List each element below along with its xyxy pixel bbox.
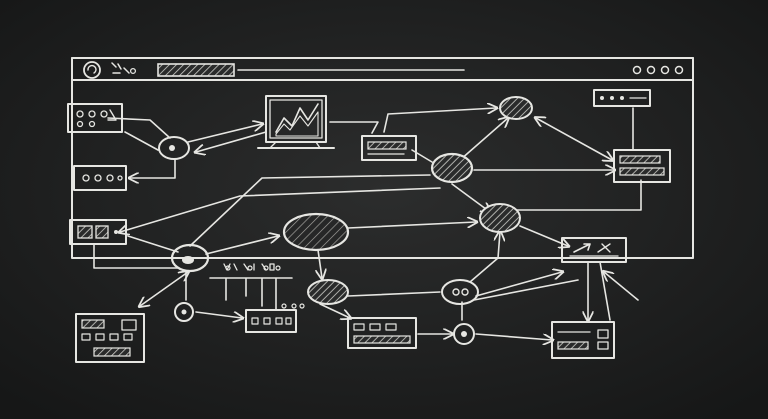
toolbar-box-center[interactable]: [361, 135, 417, 161]
bar-box-bottom[interactable]: [347, 317, 417, 349]
node-double-dot[interactable]: [441, 279, 479, 305]
node-small-circle-bottom[interactable]: [453, 323, 475, 345]
node-hatched-top[interactable]: [499, 96, 533, 120]
panel-hatched[interactable]: [69, 219, 127, 245]
extra-circle-icon[interactable]: [674, 65, 684, 75]
minimize-circle-icon[interactable]: [632, 65, 642, 75]
window-controls[interactable]: [632, 65, 684, 75]
node-small-circle-left[interactable]: [174, 302, 194, 322]
node-hatched-right[interactable]: [479, 203, 521, 233]
node-large[interactable]: [282, 212, 350, 252]
panel-dots[interactable]: [73, 165, 127, 191]
swirl-logo-icon[interactable]: [83, 61, 101, 79]
widgets: [67, 89, 671, 363]
slider-card[interactable]: [561, 237, 627, 263]
node-small-hatched[interactable]: [307, 279, 349, 305]
node-center[interactable]: [170, 243, 210, 273]
connections: [93, 79, 694, 340]
branch-glyphs: [223, 263, 275, 271]
settings-sliders-icon[interactable]: [111, 62, 137, 75]
panel-form-bottom-left[interactable]: [75, 313, 145, 363]
node-hub[interactable]: [430, 152, 474, 184]
card-right[interactable]: [613, 149, 671, 183]
browser-window: [71, 57, 694, 259]
maximize-circle-icon[interactable]: [646, 65, 656, 75]
address-bar[interactable]: [157, 63, 235, 77]
browser-toolbar: [71, 57, 694, 81]
card-bottom-right[interactable]: [551, 321, 615, 359]
node-ellipse-1[interactable]: [158, 136, 190, 160]
toolbar-top-right[interactable]: [593, 89, 651, 107]
close-circle-icon[interactable]: [660, 65, 670, 75]
panel-top-left[interactable]: [67, 103, 123, 133]
nodes: [158, 96, 533, 345]
toolbar-bottom-center[interactable]: [245, 309, 297, 333]
chart-monitor-icon[interactable]: [257, 95, 335, 149]
